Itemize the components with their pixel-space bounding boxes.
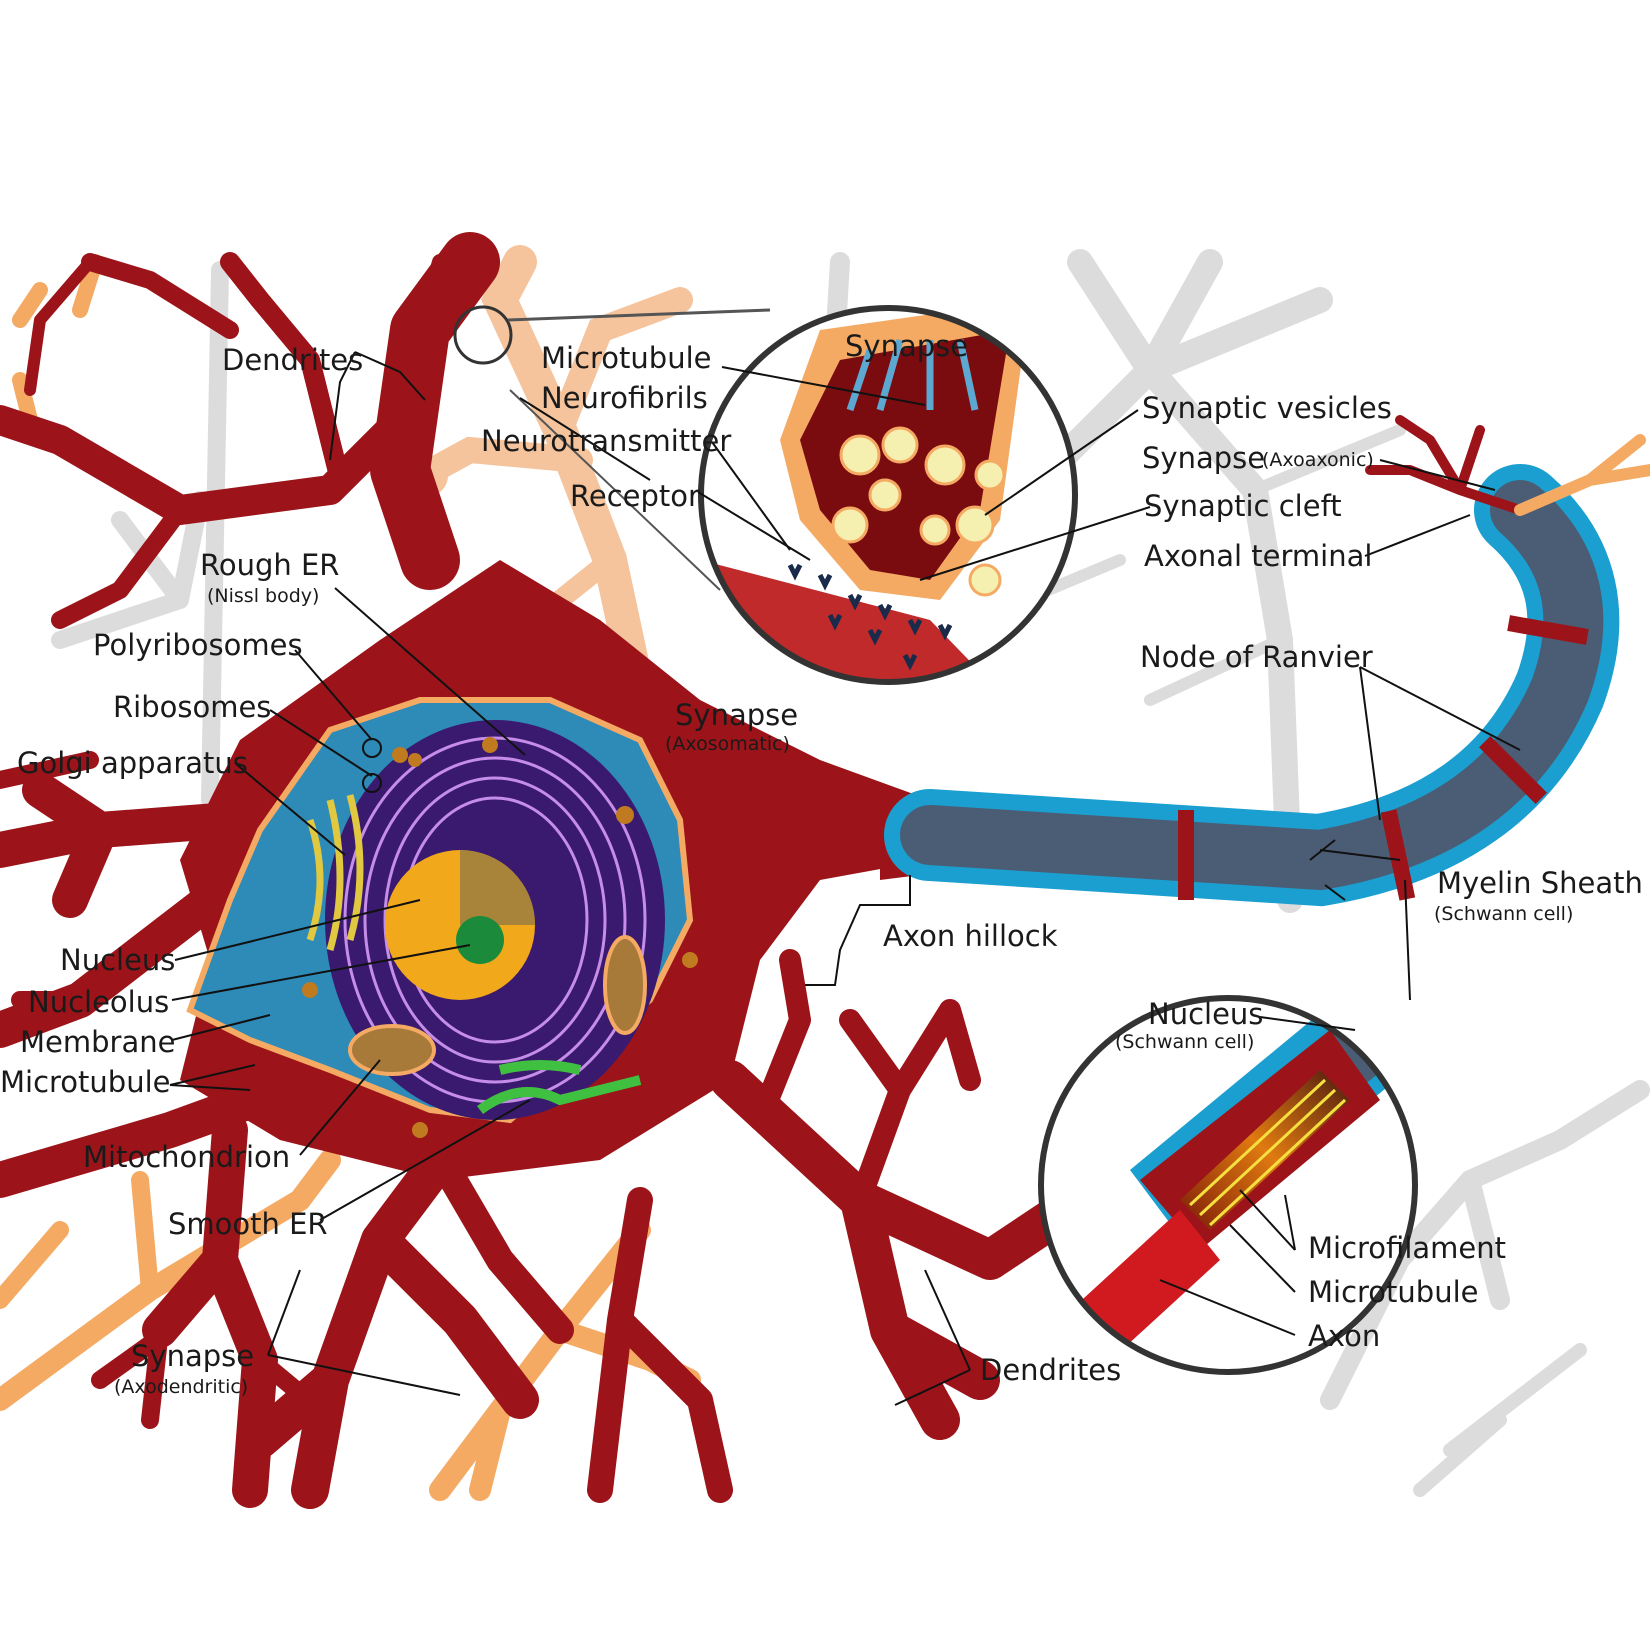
zoom-source-circle — [453, 305, 513, 365]
label-axoaxonic-sub: (Axoaxonic) — [1262, 449, 1374, 471]
label-axon-hillock: Axon hillock — [883, 919, 1058, 953]
label-axosomatic-sub: (Axosomatic) — [665, 733, 790, 755]
axon-hillock-bracket — [805, 875, 911, 986]
label-synapse-axodendritic: Synapse — [131, 1339, 254, 1373]
label-nucleus-schwann-sub: (Schwann cell) — [1115, 1031, 1254, 1053]
axoaxonic-synapse-shape — [1514, 434, 1650, 516]
nucleus-cutaway — [460, 850, 535, 925]
label-synaptic-cleft: Synaptic cleft — [1144, 489, 1342, 523]
label-microtubule-top: Microtubule — [541, 341, 712, 375]
myelin-zoom-ring — [1038, 995, 1418, 1375]
label-polyribosomes: Polyribosomes — [93, 628, 303, 662]
nucleolus-shape — [456, 916, 504, 964]
mitochondrion-shape — [348, 1024, 436, 1076]
label-microtubule-zoom: Microtubule — [1308, 1275, 1479, 1309]
label-rough-er: Rough ER — [200, 548, 339, 582]
label-myelin-sheath: Myelin Sheath — [1437, 866, 1643, 900]
label-dendrites-top: Dendrites — [222, 343, 363, 377]
label-nucleus-schwann: Nucleus — [1148, 997, 1263, 1031]
label-neurofibrils: Neurofibrils — [541, 381, 708, 415]
label-neurotransmitter: Neurotransmitter — [481, 424, 731, 458]
label-microtubule-left: Microtubule — [0, 1065, 171, 1099]
mitochondrion-shape-2 — [603, 935, 647, 1035]
label-golgi: Golgi apparatus — [17, 746, 248, 780]
label-synaptic-vesicles: Synaptic vesicles — [1142, 391, 1392, 425]
label-synapse-axosomatic: Synapse — [675, 698, 798, 732]
ribosome-dots — [302, 737, 698, 1138]
smooth-er-shape — [477, 1060, 642, 1115]
label-synapse-axoaxonic: Synapse — [1142, 441, 1265, 475]
label-axonal-terminal: Axonal terminal — [1144, 539, 1372, 573]
label-dendrites-bottom: Dendrites — [980, 1353, 1121, 1387]
label-axon: Axon — [1308, 1319, 1380, 1353]
label-nucleus: Nucleus — [60, 943, 175, 977]
ribosome-marker — [362, 773, 382, 793]
axon-terminal — [1365, 415, 1525, 515]
label-axodendritic-sub: (Axodendritic) — [114, 1376, 248, 1398]
label-ribosomes: Ribosomes — [113, 690, 271, 724]
labels: Dendrites Microtubule Neurofibrils Neuro… — [0, 329, 1643, 1398]
label-membrane: Membrane — [20, 1025, 175, 1059]
label-receptor: Receptor — [570, 479, 700, 513]
label-nissl-body: (Nissl body) — [207, 585, 319, 607]
zoom-line-bottom — [509, 389, 721, 591]
label-microfilament: Microfilament — [1308, 1231, 1506, 1265]
synapse-zoom-ring — [698, 305, 1078, 685]
label-myelin-sub: (Schwann cell) — [1434, 903, 1573, 925]
label-mitochondrion: Mitochondrion — [83, 1140, 290, 1174]
label-node-of-ranvier: Node of Ranvier — [1140, 640, 1373, 674]
synapse-zoom — [701, 308, 1075, 682]
label-smooth-er: Smooth ER — [168, 1207, 328, 1241]
zoom-line-top — [507, 308, 771, 322]
label-nucleolus: Nucleolus — [28, 985, 169, 1019]
nodes-of-ranvier — [1178, 615, 1589, 901]
label-synapse-zoom: Synapse — [845, 329, 968, 363]
neuron-body — [0, 232, 1070, 1509]
background-neurons — [51, 249, 1650, 1497]
leader-lines — [169, 351, 1521, 1406]
